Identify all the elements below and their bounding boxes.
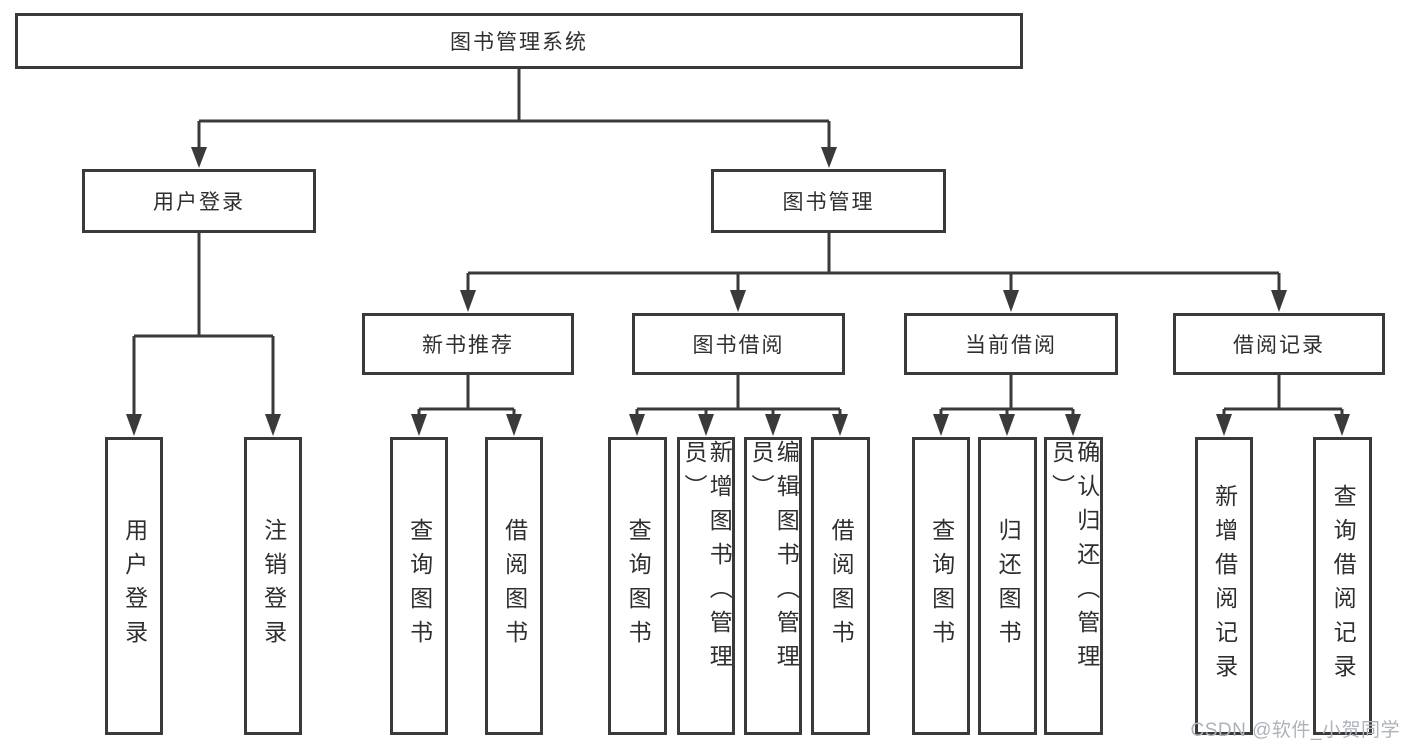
- node-book-management: 图书管理: [711, 169, 946, 233]
- leaf-add-borrow-record: 新增借阅记录: [1195, 437, 1253, 735]
- node-borrow-records: 借阅记录: [1173, 313, 1385, 375]
- node-root: 图书管理系统: [15, 13, 1023, 69]
- leaf-add-book-admin-label: 新增图书（管理员）: [681, 440, 733, 678]
- connector-book-borrow-to-leaves: [629, 375, 848, 436]
- node-user-login-branch: 用户登录: [82, 169, 316, 233]
- node-book-borrow: 图书借阅: [632, 313, 845, 375]
- node-borrow-records-label: 借阅记录: [1233, 334, 1325, 357]
- connector-borrow-records-to-leaves: [1216, 375, 1350, 436]
- connector-new-book-to-leaves: [411, 375, 522, 436]
- leaf-query-borrow-record-label: 查询借阅记录: [1330, 484, 1357, 688]
- leaf-borrow-query-books-label: 查询图书: [625, 518, 652, 654]
- leaf-user-login-label: 用户登录: [121, 518, 148, 654]
- leaf-newbook-query-books: 查询图书: [390, 437, 448, 735]
- node-root-label: 图书管理系统: [450, 31, 588, 54]
- leaf-edit-book-admin-label: 编辑图书（管理员）: [748, 440, 800, 678]
- leaf-return-books: 归还图书: [978, 437, 1037, 735]
- leaf-current-query-books-label: 查询图书: [928, 518, 955, 654]
- leaf-newbook-borrow-books-label: 借阅图书: [501, 518, 528, 654]
- leaf-logout-label: 注销登录: [260, 518, 287, 654]
- leaf-borrow-query-books: 查询图书: [608, 437, 667, 735]
- leaf-add-borrow-record-label: 新增借阅记录: [1211, 484, 1238, 688]
- node-book-borrow-label: 图书借阅: [692, 334, 785, 357]
- leaf-borrow-borrow-books-label: 借阅图书: [828, 518, 855, 654]
- leaf-query-borrow-record: 查询借阅记录: [1313, 437, 1372, 735]
- leaf-current-query-books: 查询图书: [912, 437, 970, 735]
- leaf-logout: 注销登录: [244, 437, 302, 735]
- node-new-book-recommend: 新书推荐: [362, 313, 574, 375]
- leaf-borrow-borrow-books: 借阅图书: [811, 437, 870, 735]
- leaf-newbook-query-books-label: 查询图书: [406, 518, 433, 654]
- connector-current-borrow-to-leaves: [933, 375, 1081, 436]
- connector-user-login-to-leaves: [126, 233, 281, 436]
- node-user-login-branch-label: 用户登录: [153, 191, 245, 214]
- leaf-return-books-label: 归还图书: [995, 518, 1022, 654]
- leaf-confirm-return-admin: 确认归还（管理员）: [1044, 437, 1103, 735]
- csdn-watermark: CSDN @软件_小贺同学: [1190, 720, 1400, 741]
- leaf-newbook-borrow-books: 借阅图书: [485, 437, 543, 735]
- connector-root-to-level2: [191, 69, 837, 168]
- leaf-edit-book-admin: 编辑图书（管理员）: [744, 437, 802, 735]
- leaf-add-book-admin: 新增图书（管理员）: [677, 437, 735, 735]
- node-current-borrow-label: 当前借阅: [965, 334, 1057, 357]
- leaf-confirm-return-admin-label: 确认归还（管理员）: [1048, 440, 1100, 678]
- node-current-borrow: 当前借阅: [904, 313, 1118, 375]
- node-book-management-label: 图书管理: [782, 191, 875, 214]
- node-new-book-recommend-label: 新书推荐: [422, 334, 514, 357]
- leaf-user-login: 用户登录: [105, 437, 163, 735]
- connector-book-mgmt-to-level3: [460, 233, 1287, 312]
